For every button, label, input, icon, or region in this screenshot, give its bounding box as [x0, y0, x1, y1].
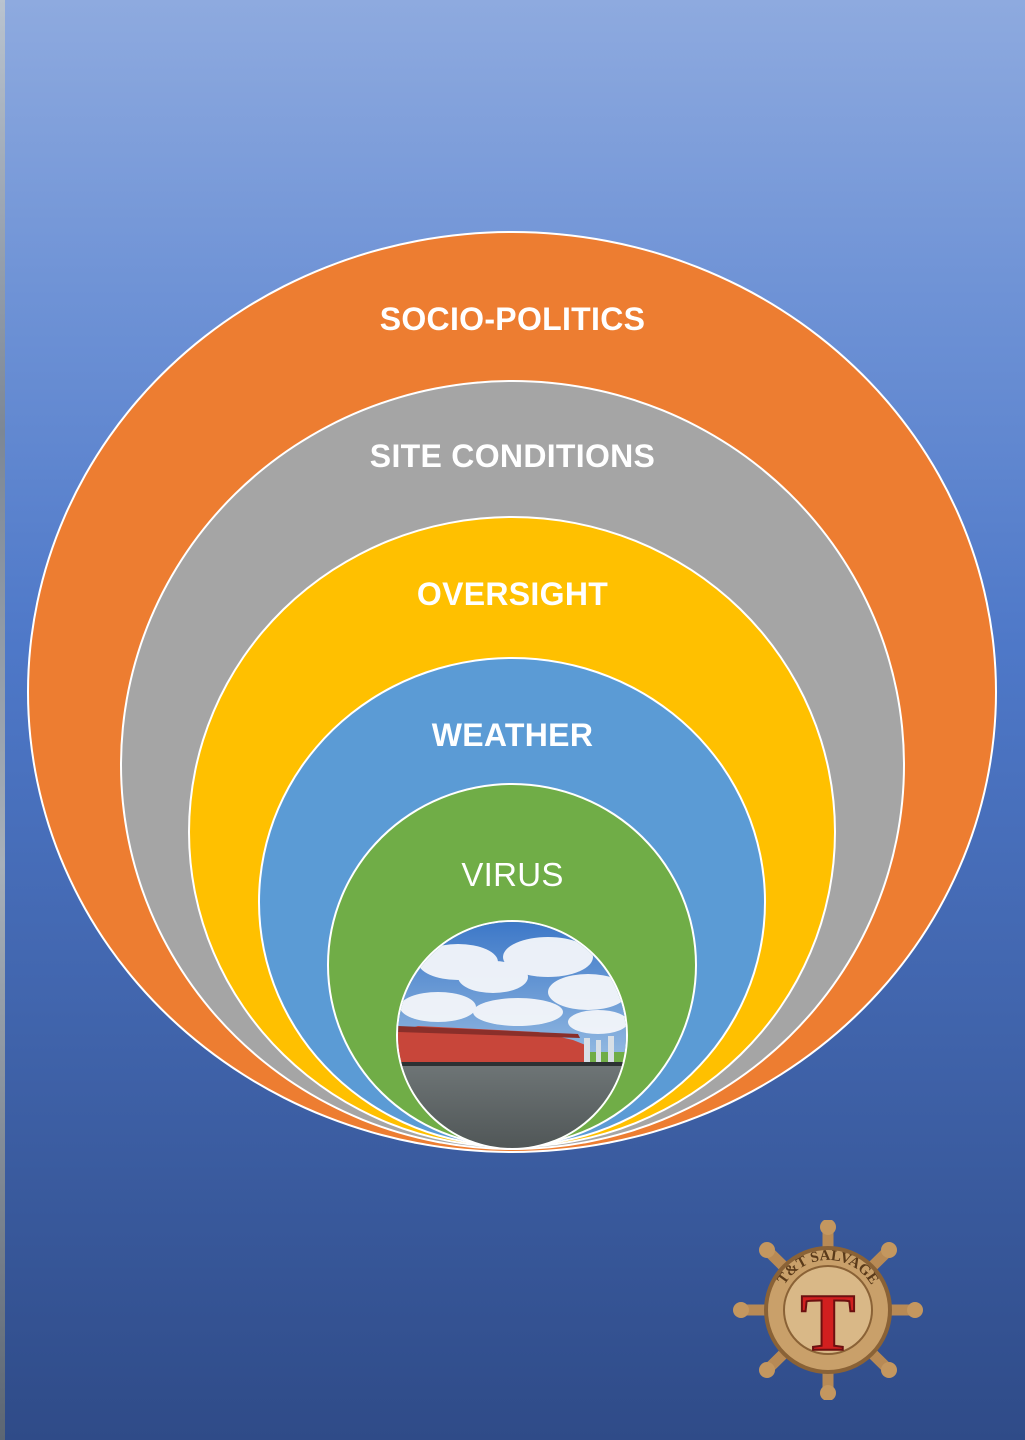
ship-wreck-photo [396, 920, 628, 1150]
label-weather: WEATHER [431, 717, 594, 753]
label-socio-politics: SOCIO-POLITICS [379, 301, 646, 337]
label-virus: VIRUS [461, 856, 564, 893]
tt-salvage-logo: T&T SALVAGE T [733, 1219, 923, 1401]
ship-wheel-icon: T&T SALVAGE T [733, 1219, 923, 1401]
label-oversight: OVERSIGHT [416, 576, 609, 612]
label-site-conditions: SITE CONDITIONS [369, 438, 656, 474]
svg-text:T: T [801, 1277, 856, 1368]
left-edge-photo-strip [0, 0, 5, 1440]
